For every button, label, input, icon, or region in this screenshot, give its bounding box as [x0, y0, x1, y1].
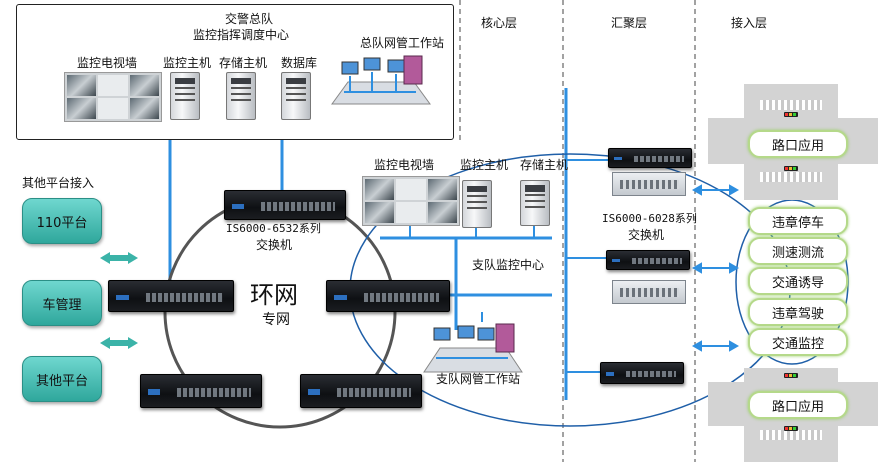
other-platforms-header: 其他平台接入 [22, 176, 95, 190]
traffic-light-icon [784, 166, 798, 171]
ring-switch-top [224, 190, 346, 220]
ring-switch-bottom-left [140, 374, 262, 408]
traffic-light-icon [784, 373, 798, 378]
speed-flow-pill[interactable]: 测速测流 [748, 237, 848, 265]
branch-storage-host-label: 存储主机 [520, 158, 569, 172]
hq-monitor-host-icon [170, 72, 200, 120]
junction-top-crosswalk-2 [760, 172, 822, 182]
traffic-light-icon [784, 426, 798, 431]
agg-rack-2 [612, 280, 686, 304]
branch-video-wall-icon [362, 176, 460, 226]
hq-video-wall-icon [64, 72, 162, 122]
vehicle-management-button[interactable]: 车管理 [22, 280, 102, 326]
illegal-driving-pill[interactable]: 违章驾驶 [748, 298, 848, 326]
agg-switch-2 [606, 250, 690, 270]
ring-switch-bottom-right [300, 374, 422, 408]
hq-workstation-label: 总队网管工作站 [360, 36, 445, 50]
hq-storage-host-label: 存储主机 [219, 56, 268, 70]
core-layer-label: 核心层 [481, 16, 518, 30]
hq-storage-host-icon [226, 72, 256, 120]
ring-switch-model-line1: IS6000-6532系列 [226, 222, 321, 235]
ring-network-label: 环网 [250, 281, 298, 309]
branch-center-label: 支队监控中心 [472, 258, 545, 272]
agg-switch-3 [600, 362, 684, 384]
junction-top-crosswalk [760, 100, 822, 110]
hq-title-line2: 监控指挥调度中心 [193, 28, 290, 42]
branch-workstation-label: 支队网管工作站 [436, 372, 521, 386]
traffic-monitoring-pill[interactable]: 交通监控 [748, 328, 848, 356]
hq-video-wall-label: 监控电视墙 [77, 56, 138, 70]
agg-switch-1 [608, 148, 692, 168]
agg-switch-model-line2: 交换机 [628, 228, 665, 242]
agg-rack-1 [612, 172, 686, 196]
branch-video-wall-label: 监控电视墙 [374, 158, 435, 172]
hq-workstation-icon [331, 55, 431, 105]
ring-switch-left [108, 280, 234, 312]
hq-title-line1: 交警总队 [225, 12, 274, 26]
ring-switch-model-line2: 交换机 [256, 238, 293, 252]
illegal-parking-pill[interactable]: 违章停车 [748, 207, 848, 235]
junction-bottom-app-pill[interactable]: 路口应用 [748, 391, 848, 419]
dedicated-network-label: 专网 [262, 312, 290, 328]
branch-monitor-host-icon [462, 180, 492, 228]
other-platform-button[interactable]: 其他平台 [22, 356, 102, 402]
aggregation-layer-label: 汇聚层 [611, 16, 648, 30]
hq-database-icon [281, 72, 311, 120]
traffic-guidance-pill[interactable]: 交通诱导 [748, 267, 848, 295]
platform-110-button[interactable]: 110平台 [22, 198, 102, 244]
junction-top-app-pill[interactable]: 路口应用 [748, 130, 848, 158]
access-layer-label: 接入层 [731, 16, 768, 30]
junction-bottom-crosswalk [760, 430, 822, 440]
hq-database-label: 数据库 [281, 56, 318, 70]
hq-monitor-host-label: 监控主机 [163, 56, 212, 70]
branch-monitor-host-label: 监控主机 [460, 158, 509, 172]
ring-switch-right [326, 280, 450, 312]
traffic-light-icon [784, 112, 798, 117]
branch-storage-host-icon [520, 180, 550, 226]
branch-workstation-icon [423, 323, 523, 373]
agg-switch-model-line1: IS6000-6028系列 [602, 212, 697, 225]
